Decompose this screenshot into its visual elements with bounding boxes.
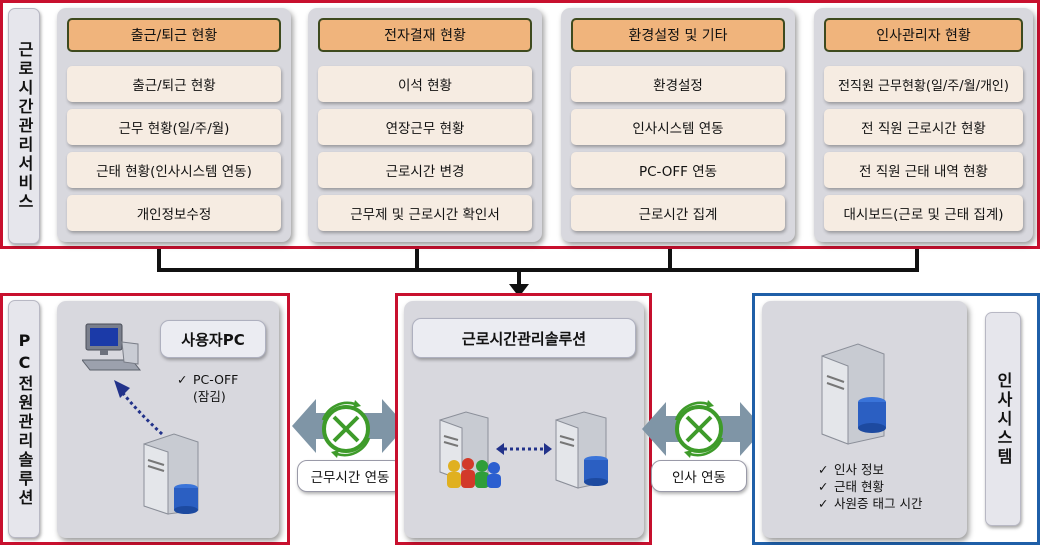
hr-checklist: ✓ 인사 정보 ✓ 근태 현황 ✓ 사원증 태그 시간: [818, 461, 922, 512]
column-item: 전직원 근무현황(일/주/월/개인): [824, 66, 1023, 102]
check-item: 인사 정보: [834, 462, 884, 477]
pc-solution-label: PC전원관리솔루션: [15, 330, 34, 508]
column-item: 근무제 및 근로시간 확인서: [318, 195, 532, 231]
service-column-1: 출근/퇴근 현황 출근/퇴근 현황 근무 현황(일/주/월) 근태 현황(인사시…: [57, 8, 291, 242]
column-header: 환경설정 및 기타: [571, 18, 785, 52]
connector-drop-4: [915, 249, 919, 271]
check-icon: ✓: [177, 372, 188, 387]
service-label-box: 근로시간관리서비스: [8, 8, 40, 244]
dotted-double-arrow: [496, 443, 552, 455]
check-icon: ✓: [818, 496, 829, 511]
column-item: 근무 현황(일/주/월): [67, 109, 281, 145]
computer-icon: [82, 323, 142, 371]
service-column-2: 전자결재 현황 이석 현황 연장근무 현황 근로시간 변경 근무제 및 근로시간…: [308, 8, 542, 242]
pc-checklist: ✓ PC-OFF (잠김): [177, 371, 238, 405]
check-item: PC-OFF: [193, 372, 239, 387]
server-with-users-icon: [439, 411, 501, 488]
service-column-4: 인사관리자 현황 전직원 근무현황(일/주/월/개인) 전 직원 근로시간 현황…: [814, 8, 1033, 242]
column-item: PC-OFF 연동: [571, 152, 785, 188]
column-item: 환경설정: [571, 66, 785, 102]
column-item: 근로시간 집계: [571, 195, 785, 231]
column-header: 인사관리자 현황: [824, 18, 1023, 52]
server-icon: [143, 433, 199, 515]
column-item: 대시보드(근로 및 근태 집계): [824, 195, 1023, 231]
check-icon: ✓: [818, 462, 829, 477]
column-header: 전자결재 현황: [318, 18, 532, 52]
connector-horizontal: [157, 268, 919, 272]
connector-drop-2: [415, 249, 419, 271]
check-icon: ✓: [818, 479, 829, 494]
service-column-3: 환경설정 및 기타 환경설정 인사시스템 연동 PC-OFF 연동 근로시간 집…: [561, 8, 795, 242]
check-item: 사원증 태그 시간: [834, 496, 923, 511]
column-item: 근로시간 변경: [318, 152, 532, 188]
connector-drop-1: [157, 249, 161, 271]
hr-label-box: 인사시스템: [985, 312, 1021, 526]
center-label: 근로시간관리솔루션: [412, 318, 636, 358]
sync-icon: [674, 400, 724, 458]
column-item: 이석 현황: [318, 66, 532, 102]
sync-icon: [321, 400, 371, 458]
column-item: 인사시스템 연동: [571, 109, 785, 145]
connector-stem: [517, 268, 521, 286]
link-left-label: 근무시간 연동: [297, 460, 403, 492]
pc-solution-label-box: PC전원관리솔루션: [8, 300, 40, 538]
user-pc-label: 사용자PC: [160, 320, 266, 358]
dotted-arrow: [114, 380, 164, 436]
column-item: 출근/퇴근 현황: [67, 66, 281, 102]
column-item: 연장근무 현황: [318, 109, 532, 145]
column-item: 근태 현황(인사시스템 연동): [67, 152, 281, 188]
server-icon: [555, 411, 608, 489]
link-right-label: 인사 연동: [651, 460, 747, 492]
server-icon: [821, 343, 886, 445]
column-item: 개인정보수정: [67, 195, 281, 231]
check-item: 근태 현황: [834, 479, 884, 494]
check-item-sub: (잠김): [193, 389, 226, 404]
column-item: 전 직원 근태 내역 현황: [824, 152, 1023, 188]
column-header: 출근/퇴근 현황: [67, 18, 281, 52]
column-item: 전 직원 근로시간 현황: [824, 109, 1023, 145]
hr-label: 인사시스템: [994, 371, 1013, 467]
service-label: 근로시간관리서비스: [15, 40, 34, 212]
connector-drop-3: [668, 249, 672, 271]
connector-arrowhead: [509, 284, 529, 297]
